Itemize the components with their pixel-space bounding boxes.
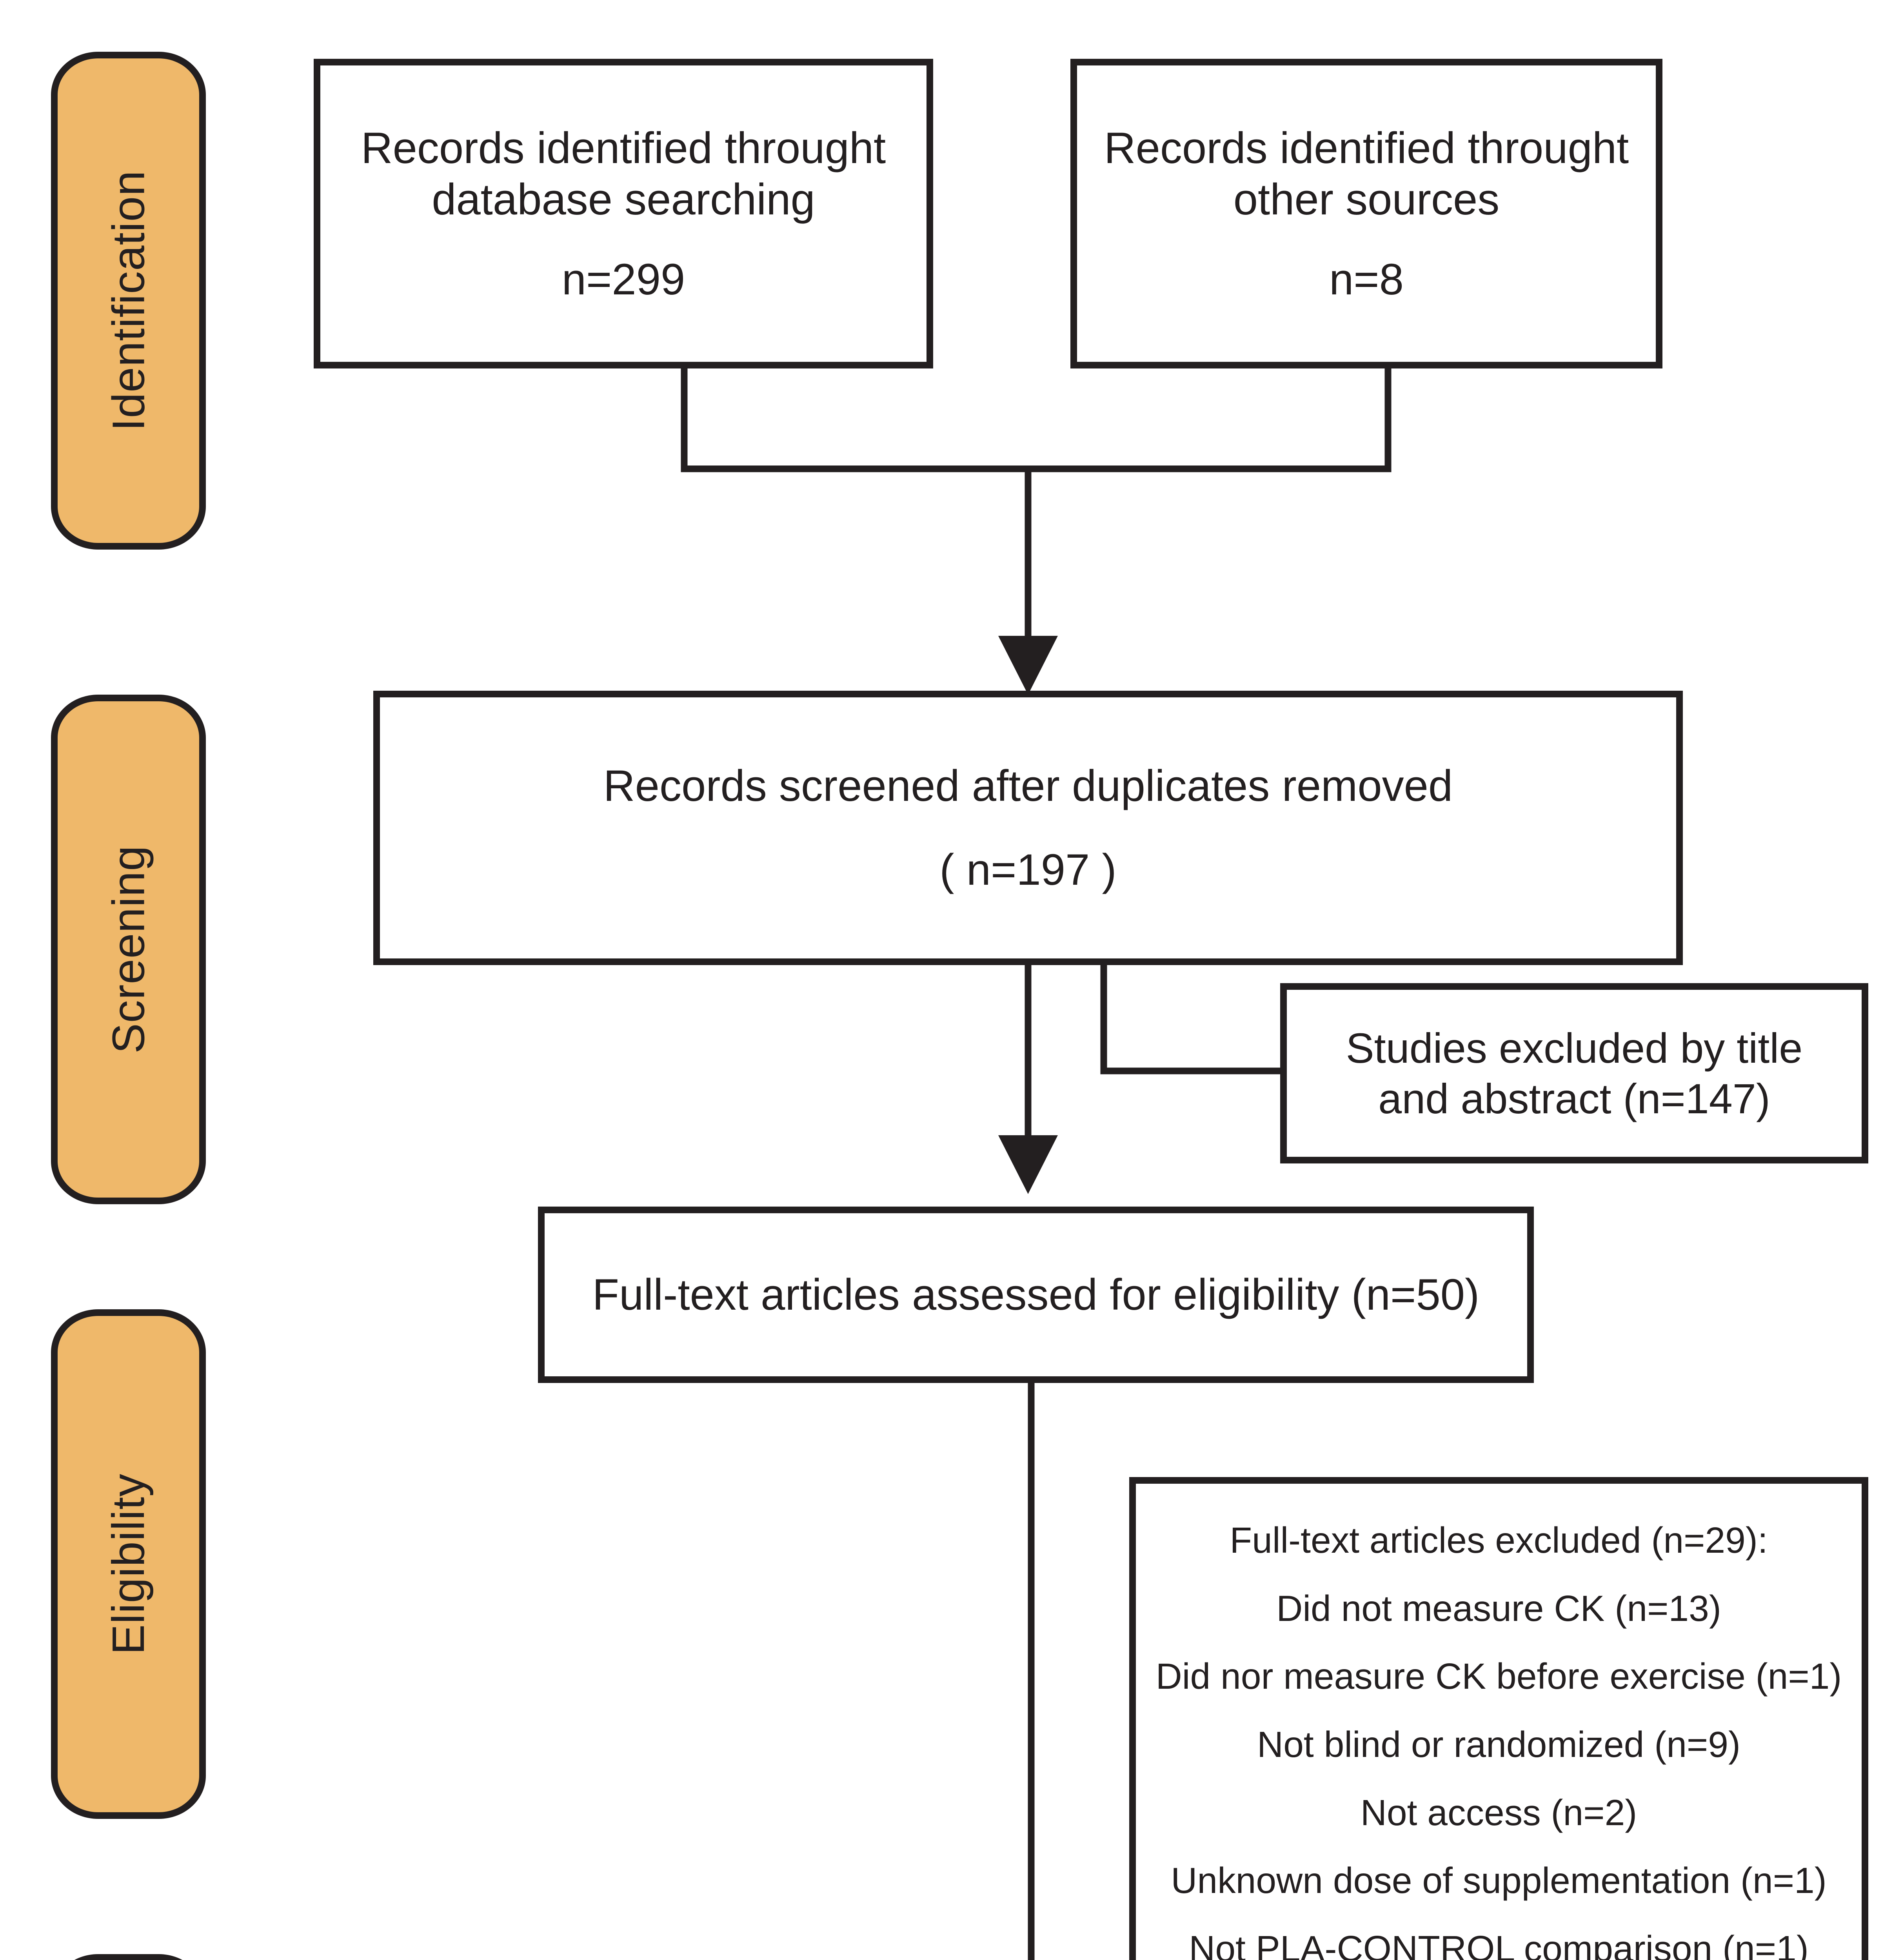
stage-label-eligibility: Eligibility (58, 1316, 199, 1812)
stage-label-screening-text: Screening (103, 845, 154, 1054)
connector-screened-to-excluded (1100, 962, 1283, 1074)
node-exlist-heading: Full-text articles excluded (n=29): (1230, 1520, 1768, 1561)
node-screened-count: ( n=197 ) (939, 845, 1117, 894)
stage-band-screening: Screening (51, 695, 206, 1204)
node-exlist-reason-4: Not access (n=2) (1360, 1792, 1637, 1833)
node-records-screened: Records screened after duplicates remove… (373, 691, 1683, 965)
node-exlist-reason-3: Not blind or randomized (n=9) (1257, 1724, 1740, 1765)
stage-label-screening: Screening (58, 701, 199, 1198)
arrowhead-to-fulltext (998, 1135, 1058, 1194)
stage-label-eligibility-text: Eligibility (103, 1473, 154, 1655)
stage-band-eligibility: Eligibility (51, 1309, 206, 1819)
node-excl-ta-line1: Studies excluded by title (1346, 1024, 1803, 1072)
node-exlist-reason-6: Not PLA-CONTROL comparison (n=1) (1189, 1928, 1809, 1960)
node-screened-line1: Records screened after duplicates remove… (603, 761, 1453, 811)
stage-label-identification-text: Identification (103, 170, 154, 431)
node-other-line2: other sources (1233, 175, 1500, 224)
node-other-line1: Records identified throught (1104, 123, 1629, 172)
node-exlist-reason-2: Did nor measure CK before exercise (n=1) (1155, 1656, 1842, 1697)
node-db-count: n=299 (561, 254, 685, 304)
node-exlist-reason-5: Unknown dose of supplementation (n=1) (1171, 1860, 1827, 1901)
node-excluded-title-abstract: Studies excluded by title and abstract (… (1280, 983, 1868, 1163)
stage-band-identification: Identification (51, 52, 206, 550)
connector-identification-bracket (681, 368, 1392, 472)
node-fulltext-excluded-list: Full-text articles excluded (n=29): Did … (1129, 1477, 1868, 1960)
arrowhead-to-screened (998, 636, 1058, 695)
node-fulltext-assessed: Full-text articles assessed for eligibil… (538, 1207, 1534, 1383)
node-other-count: n=8 (1329, 254, 1404, 304)
node-excl-ta-line2: and abstract (n=147) (1378, 1075, 1770, 1122)
stage-label-identification: Identification (58, 58, 199, 543)
node-fulltext-line1: Full-text articles assessed for eligibil… (592, 1270, 1480, 1319)
node-records-other-sources: Records identified throught other source… (1070, 59, 1662, 368)
node-db-line2: database searching (432, 175, 815, 224)
node-db-line1: Records identified throught (361, 123, 886, 172)
node-exlist-reason-1: Did not measure CK (n=13) (1276, 1588, 1721, 1629)
node-records-database-search: Records identified throught database sea… (314, 59, 933, 368)
